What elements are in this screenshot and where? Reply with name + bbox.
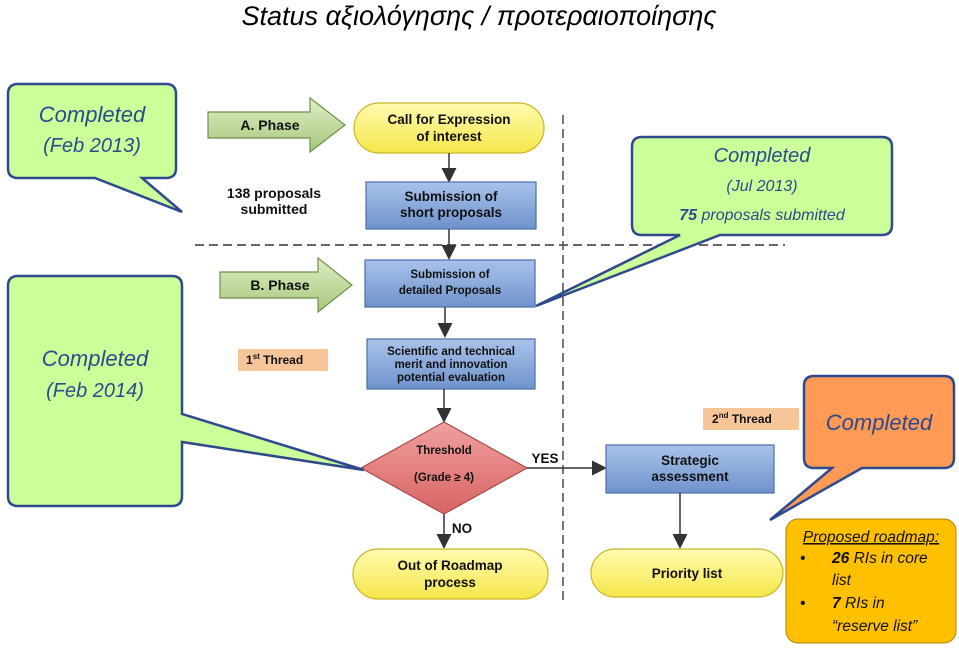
svg-text:1st Thread: 1st Thread: [246, 352, 303, 367]
out-line1: Out of Roadmap: [398, 558, 503, 573]
strategic-line1: Strategic: [661, 453, 719, 468]
eval-line2: merit and innovation: [394, 359, 507, 371]
second-thread-sup: nd: [719, 411, 729, 420]
eval-line1: Scientific and technical: [387, 346, 515, 358]
eval-line3: potential evaluation: [397, 372, 505, 384]
page-title: Status αξιολόγησης / προτεραιοποίησης: [241, 1, 717, 31]
roadmap-item1-num: 26: [831, 550, 850, 567]
callout-short-count-text: proposals submitted: [701, 207, 846, 224]
threshold-node: Threshold (Grade ≥ 4): [359, 421, 529, 515]
svg-text:2nd Thread: 2nd Thread: [712, 411, 772, 426]
evaluation-node: Scientific and technical merit and innov…: [366, 338, 536, 390]
callout-phase-b: Completed (Feb 2014): [6, 274, 365, 508]
callout-short-proposals: Completed (Jul 2013) 75 proposals submit…: [535, 135, 894, 308]
callout-phase-a-status: Completed: [39, 102, 146, 127]
phase-a-arrow: A. Phase: [207, 96, 346, 154]
first-thread-label: Thread: [263, 353, 303, 367]
proposals-note-line2: submitted: [241, 201, 308, 217]
call-for-expression-node: Call for Expression of interest: [353, 102, 545, 154]
priority-label: Priority list: [652, 566, 723, 581]
callout-strategic-status: Completed: [826, 410, 933, 435]
roadmap-bullet-1: •: [800, 550, 805, 567]
short-line2: short proposals: [400, 205, 502, 220]
short-line1: Submission of: [404, 189, 498, 204]
roadmap-item1-cont: list: [832, 572, 852, 589]
first-thread-sup: st: [253, 352, 260, 361]
second-thread-label: Thread: [732, 412, 772, 426]
detailed-line2: detailed Proposals: [399, 285, 501, 297]
second-thread-number: 2: [712, 412, 719, 426]
detailed-proposals-node: Submission of detailed Proposals: [364, 259, 536, 308]
callout-short-status: Completed: [714, 145, 812, 167]
roadmap-bullet-2: •: [800, 595, 805, 612]
phase-b-label: B. Phase: [250, 277, 309, 293]
roadmap-box: Proposed roadmap: • 26 RIs in core list …: [785, 518, 957, 644]
priority-list-node: Priority list: [590, 548, 784, 598]
svg-text:26 RIs in core: 26 RIs in core: [831, 550, 928, 567]
detailed-line1: Submission of: [410, 269, 489, 281]
call-line1: Call for Expression: [387, 112, 510, 127]
phase-a-label: A. Phase: [240, 117, 299, 133]
out-of-roadmap-node: Out of Roadmap process: [352, 548, 549, 600]
first-thread-tag: 1st Thread: [238, 349, 328, 371]
call-line2: of interest: [416, 129, 482, 144]
yes-label: YES: [531, 451, 558, 466]
threshold-line2: (Grade ≥ 4): [414, 472, 474, 484]
strategic-line2: assessment: [651, 469, 729, 484]
svg-text:75 proposals submitted: 75 proposals submitted: [679, 207, 846, 224]
proposals-note-line1: 138 proposals: [227, 185, 321, 201]
roadmap-item1-text: RIs in core: [854, 550, 928, 567]
threshold-line1: Threshold: [416, 445, 472, 457]
out-line2: process: [424, 575, 476, 590]
strategic-assessment-node: Strategic assessment: [605, 444, 775, 494]
callout-phase-b-date: (Feb 2014): [46, 380, 144, 402]
second-thread-tag: 2nd Thread: [703, 408, 799, 430]
roadmap-heading: Proposed roadmap:: [803, 529, 939, 546]
short-proposals-node: Submission of short proposals: [365, 181, 537, 230]
callout-phase-b-status: Completed: [42, 346, 149, 371]
roadmap-item2-text: RIs in: [845, 595, 885, 612]
roadmap-item2-num: 7: [832, 595, 842, 612]
first-thread-number: 1: [246, 353, 253, 367]
callout-short-date: (Jul 2013): [726, 178, 797, 195]
callout-phase-a-date: (Feb 2013): [43, 135, 141, 157]
no-label: NO: [452, 521, 472, 536]
callout-short-count: 75: [679, 207, 698, 224]
callout-phase-a: Completed (Feb 2013): [6, 82, 183, 214]
roadmap-item2-cont: “reserve list”: [832, 618, 918, 635]
callout-strategic: Completed: [769, 374, 956, 522]
svg-text:7 RIs in: 7 RIs in: [832, 595, 885, 612]
phase-b-arrow: B. Phase: [219, 256, 353, 314]
